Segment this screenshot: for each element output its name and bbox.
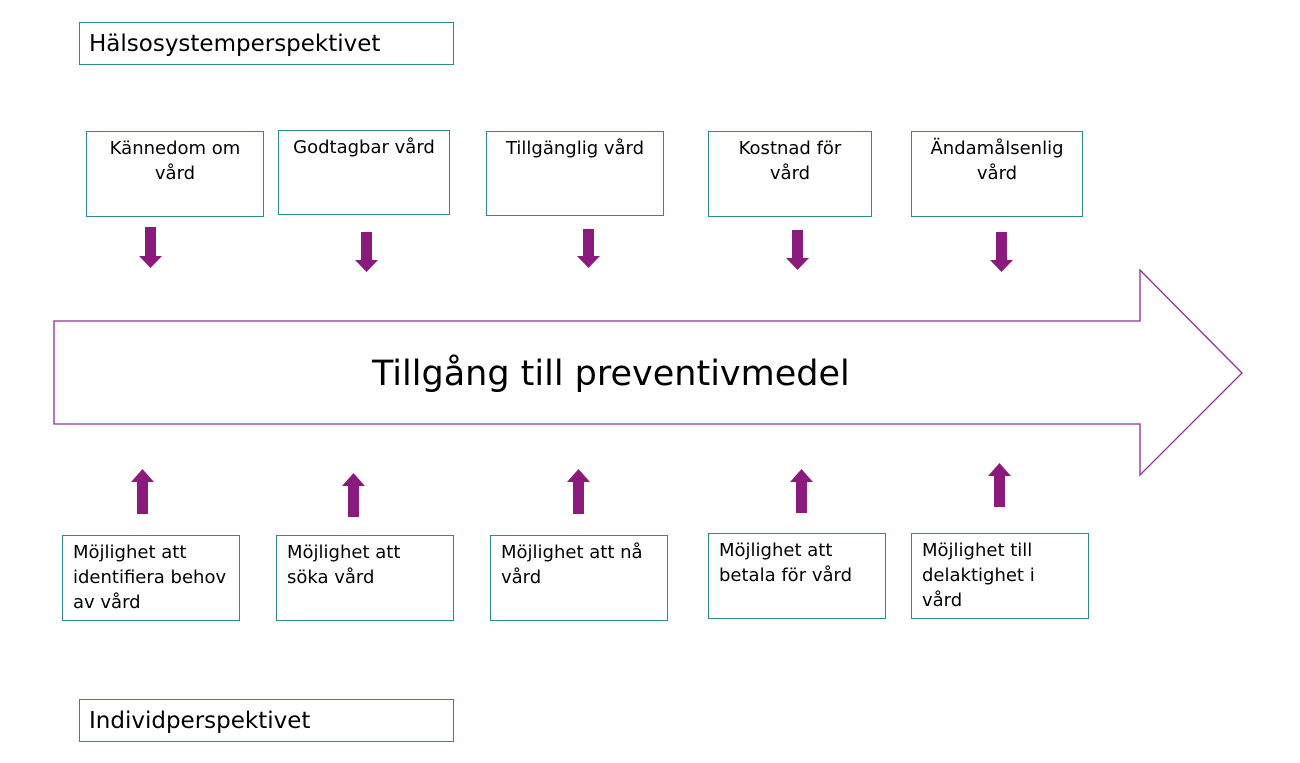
- bottom-box-participation: Möjlighet till delaktighet i vård: [911, 533, 1089, 619]
- bottom-box-seek-care: Möjlighet att söka vård: [276, 535, 454, 621]
- bottom-box-identify-needs: Möjlighet att identifiera behov av vård: [62, 535, 240, 621]
- up-arrow-4: [790, 469, 813, 513]
- top-box-acceptable-care: Godtagbar vård: [278, 130, 450, 215]
- down-arrow-5: [990, 232, 1013, 272]
- up-arrow-3: [567, 469, 590, 514]
- up-arrow-1: [131, 469, 154, 514]
- top-box-awareness: Kännedom om vård: [86, 131, 264, 217]
- health-system-perspective-heading: Hälsosystemperspektivet: [79, 22, 454, 65]
- down-arrow-3: [577, 229, 600, 268]
- bottom-box-reach-care: Möjlighet att nå vård: [490, 535, 668, 621]
- main-process-arrow: [53, 268, 1243, 477]
- top-box-accessible-care: Tillgänglig vård: [486, 131, 664, 216]
- up-arrow-5: [988, 463, 1011, 507]
- top-box-cost: Kostnad för vård: [708, 131, 872, 217]
- individual-perspective-heading: Individperspektivet: [79, 699, 454, 742]
- down-arrow-2: [355, 232, 378, 272]
- down-arrow-1: [139, 227, 162, 268]
- main-arrow-label: Tillgång till preventivmedel: [372, 354, 850, 394]
- down-arrow-4: [786, 230, 809, 270]
- top-box-appropriate-care: Ändamålsenlig vård: [911, 131, 1083, 217]
- up-arrow-2: [342, 473, 365, 517]
- bottom-box-pay-for-care: Möjlighet att betala för vård: [708, 533, 886, 619]
